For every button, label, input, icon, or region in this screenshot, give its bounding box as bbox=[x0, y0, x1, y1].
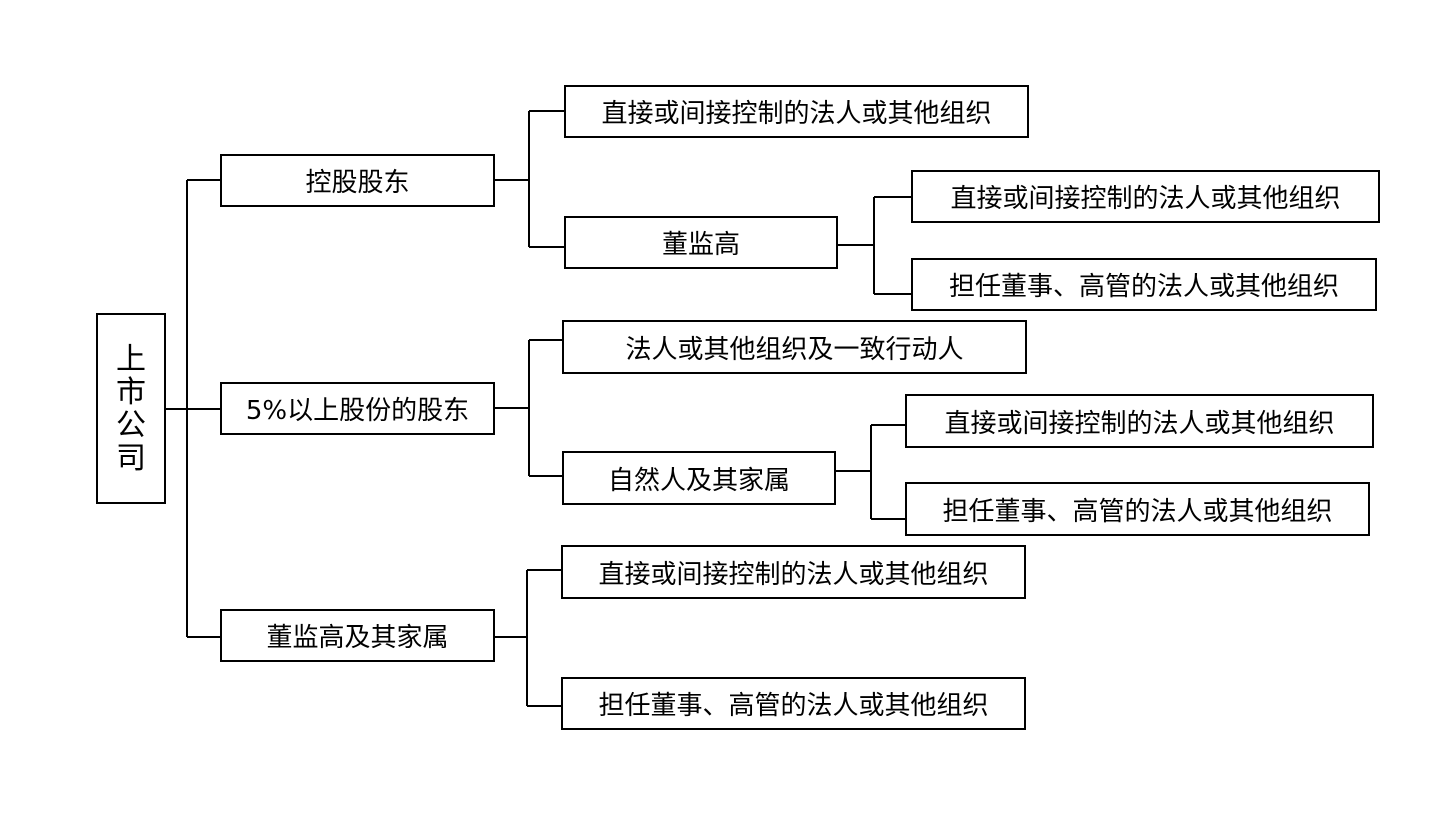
root-char-1: 上 bbox=[116, 341, 146, 377]
node-controlling-direct-control: 直接或间接控制的法人或其他组织 bbox=[564, 85, 1029, 138]
node-natural-person-serving-as: 担任董事、高管的法人或其他组织 bbox=[905, 482, 1370, 536]
node-executives-family-direct-control: 直接或间接控制的法人或其他组织 bbox=[561, 545, 1026, 599]
connector-root-trunk bbox=[165, 179, 221, 638]
node-major-shareholder: 5%以上股份的股东 bbox=[220, 382, 495, 435]
root-node-listed-company: 上 市 公 司 bbox=[96, 313, 166, 504]
root-char-2: 市 bbox=[116, 374, 146, 410]
node-controlling-shareholder: 控股股东 bbox=[220, 154, 495, 207]
connector-executives-family bbox=[494, 569, 562, 707]
node-executives-family-serving-as: 担任董事、高管的法人或其他组织 bbox=[561, 677, 1026, 730]
node-natural-person-direct-control: 直接或间接控制的法人或其他组织 bbox=[905, 394, 1374, 448]
node-controlling-executives-direct-control: 直接或间接控制的法人或其他组织 bbox=[911, 170, 1380, 223]
connector-natural-person bbox=[835, 424, 906, 520]
node-controlling-executives: 董监高 bbox=[564, 216, 838, 269]
root-char-4: 司 bbox=[116, 440, 146, 476]
node-controlling-executives-serving-as: 担任董事、高管的法人或其他组织 bbox=[911, 258, 1377, 311]
root-char-3: 公 bbox=[116, 407, 146, 443]
node-executives-family: 董监高及其家属 bbox=[220, 609, 495, 662]
connector-controlling-executives bbox=[837, 196, 912, 295]
connector-major bbox=[494, 339, 563, 477]
node-major-natural-person: 自然人及其家属 bbox=[562, 451, 836, 505]
node-major-legal-entity: 法人或其他组织及一致行动人 bbox=[562, 320, 1027, 374]
connector-controlling bbox=[494, 110, 565, 248]
